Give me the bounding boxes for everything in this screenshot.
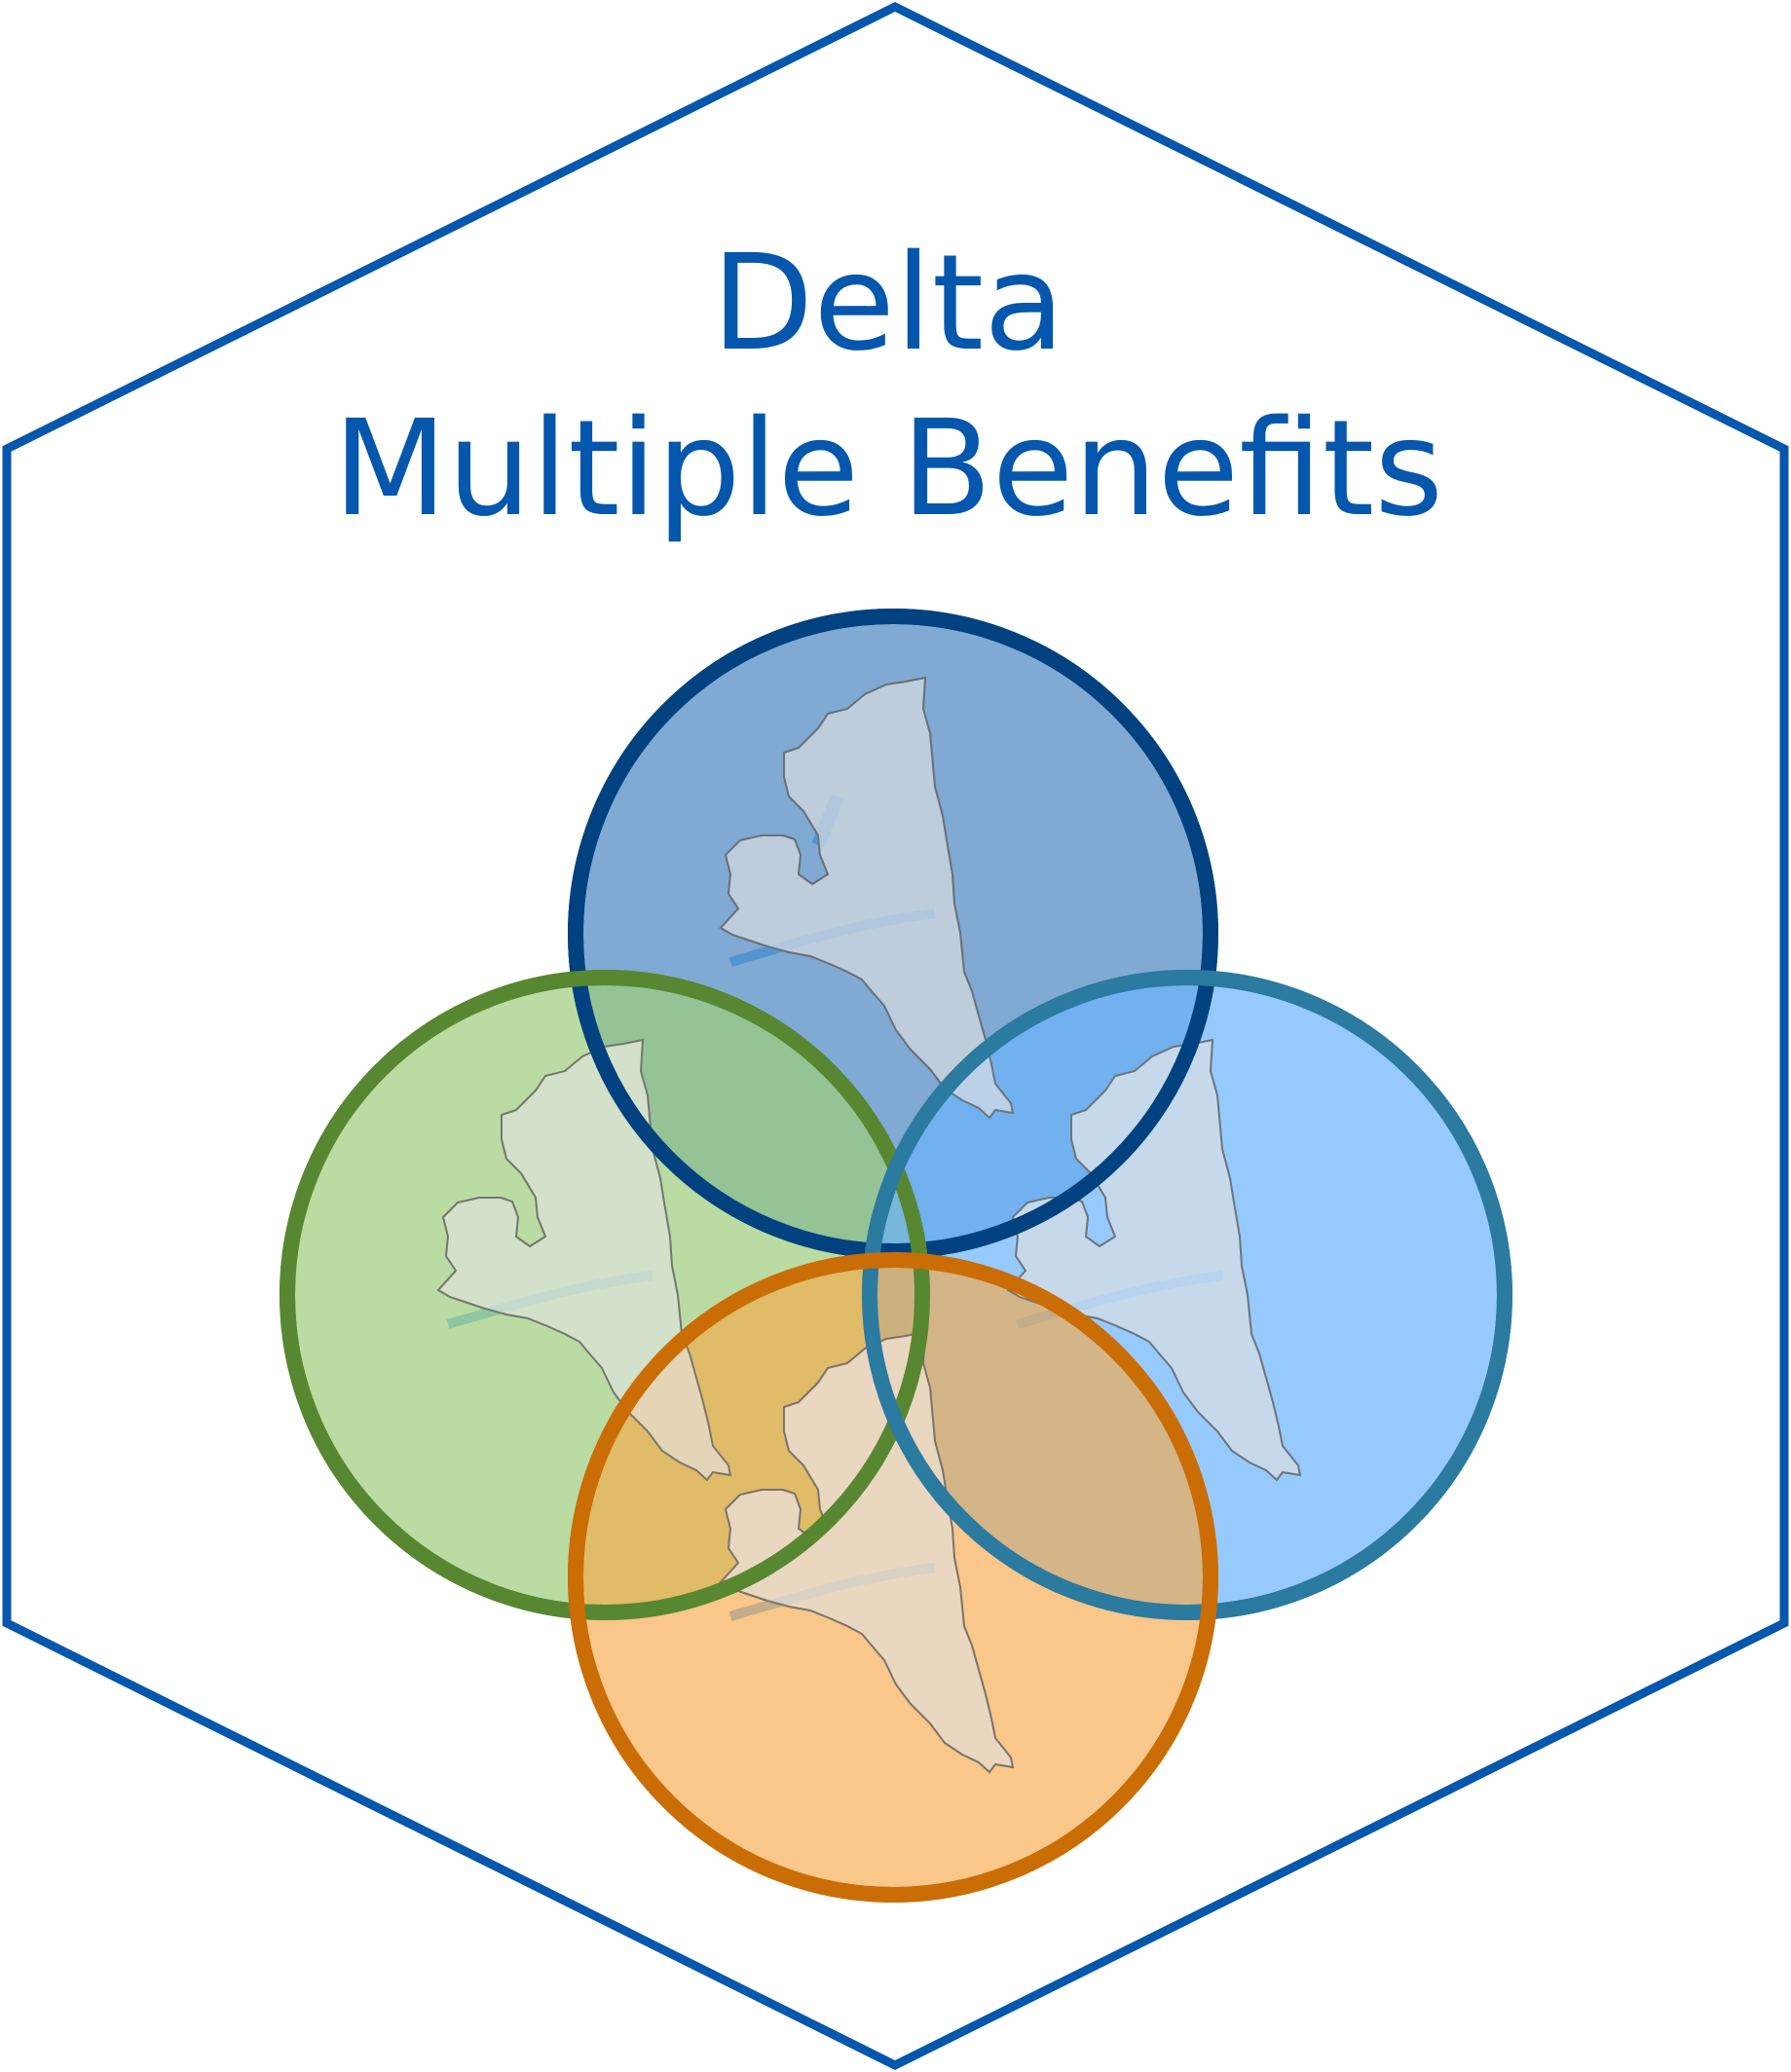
title-line-2: Multiple Benefits (333, 392, 1443, 546)
title-line-1: Delta (712, 227, 1065, 381)
